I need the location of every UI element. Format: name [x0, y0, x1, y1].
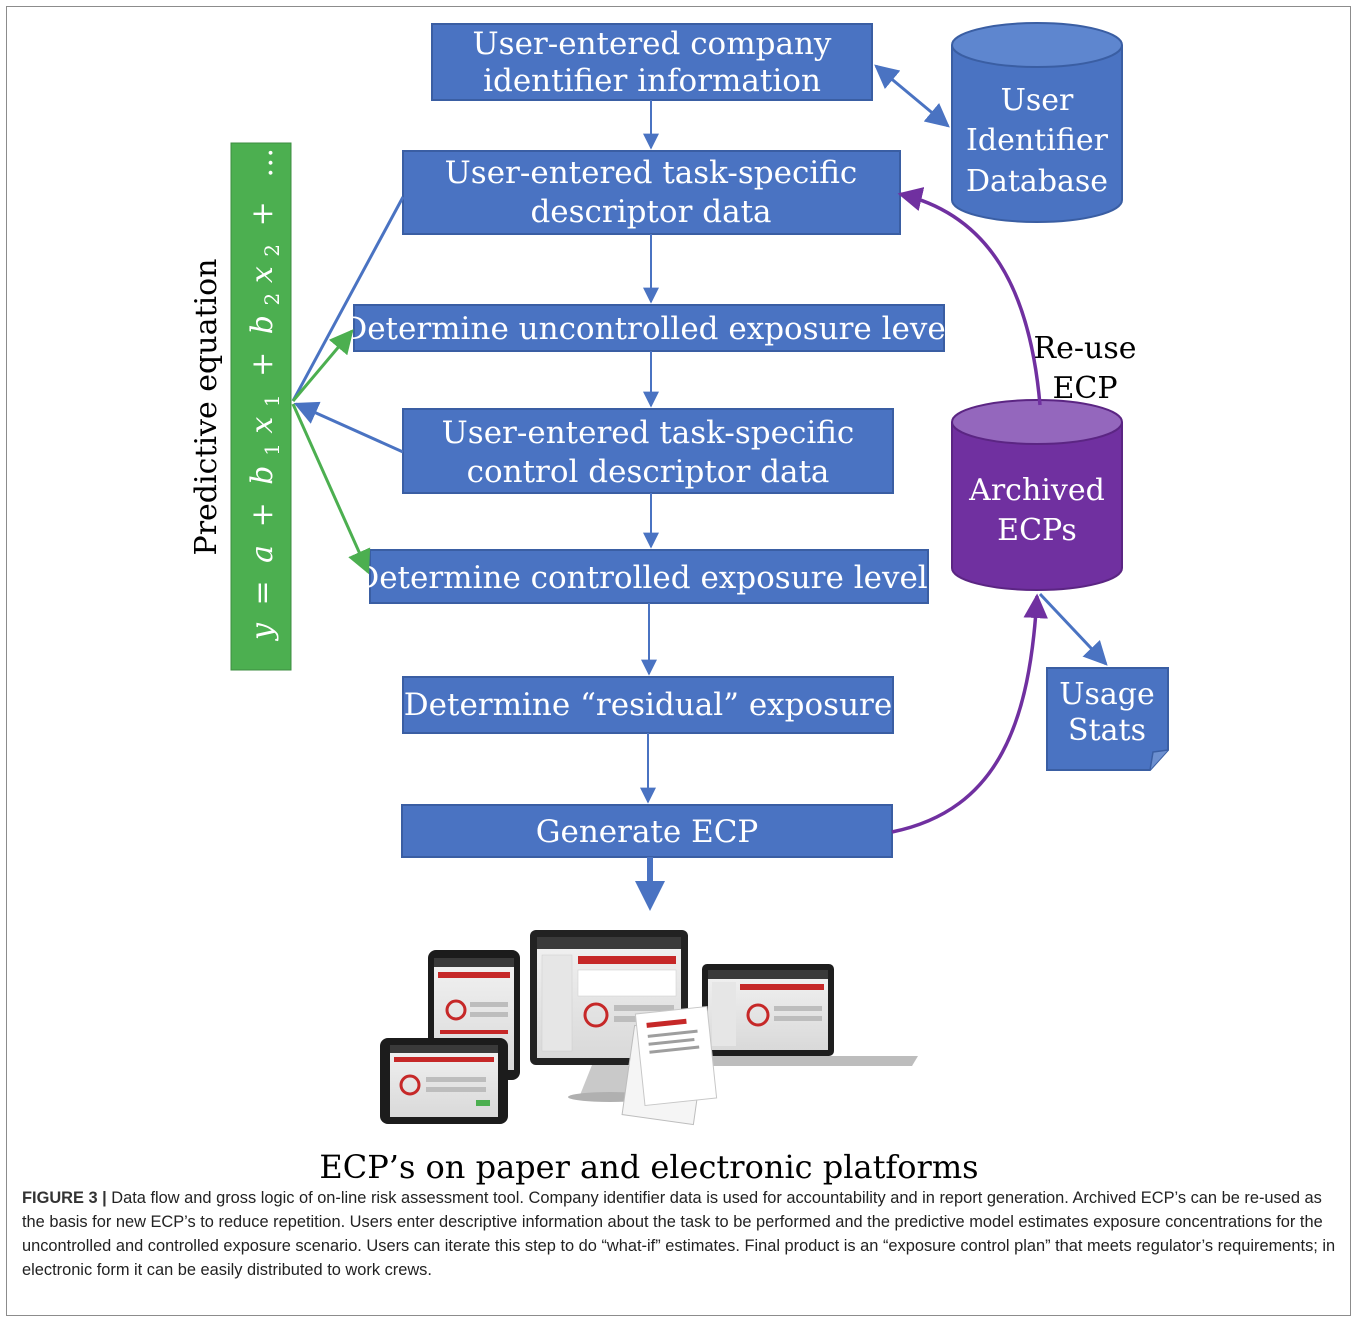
equation-text: y = a + b 1 x 1 + b 2 x 2 + … b k x k: [245, 45, 287, 642]
arrow-equation-to-uncontrolled: [291, 329, 354, 402]
eq-equals: =: [245, 580, 280, 605]
eq-x1-sub: 1: [260, 394, 284, 407]
database-user-identifier-line2: Identifier: [966, 123, 1109, 158]
paper-documents: [621, 1005, 718, 1126]
box-control-descriptor: User-entered task-specific control descr…: [402, 408, 894, 494]
eq-a: a: [245, 545, 280, 563]
eq-x2-sub: 2: [260, 244, 284, 257]
arrow-reuse-ecp: [897, 187, 1042, 406]
database-user-identifier: User Identifier Database: [951, 22, 1123, 223]
arrow-control-to-equation: [293, 401, 404, 454]
devices-illustration: [380, 930, 918, 1126]
eq-xk-sub: k: [260, 45, 284, 57]
eq-plus-3: +: [245, 201, 280, 226]
flow-arrows: [635, 100, 665, 911]
box-company-identifier: User-entered company identifier informat…: [431, 23, 873, 101]
equation-box: y = a + b 1 x 1 + b 2 x 2 + … b k x k: [230, 45, 292, 671]
box-controlled-exposure-label: Determine controlled exposure levels: [354, 560, 943, 596]
caption-label: FIGURE 3 |: [22, 1189, 107, 1207]
platforms-title: ECP’s on paper and electronic platforms: [319, 1148, 979, 1186]
line-task-to-equation: [291, 196, 405, 402]
eq-plus-2: +: [245, 352, 280, 377]
box-generate-ecp-label: Generate ECP: [536, 814, 759, 850]
caption-text: Data flow and gross logic of on-line ris…: [22, 1189, 1336, 1279]
laptop: [680, 964, 918, 1066]
eq-b2: b: [245, 315, 280, 334]
tablet-landscape: [380, 1038, 508, 1124]
predictive-equation-label: Predictive equation: [189, 259, 224, 556]
box-task-descriptor-line2: descriptor data: [530, 194, 771, 230]
document-usage-stats: Usage Stats: [1046, 667, 1169, 771]
database-user-identifier-line1: User: [1001, 83, 1074, 118]
reuse-label-line1: Re-use: [1034, 331, 1137, 366]
box-company-identifier-line2: identifier information: [483, 63, 821, 99]
eq-x1: x: [245, 417, 280, 434]
arrow-archive-to-usage: [1038, 592, 1108, 666]
box-uncontrolled-exposure-label: Determine uncontrolled exposure level: [342, 311, 955, 347]
usage-stats-line2: Stats: [1068, 713, 1146, 748]
box-control-descriptor-line1: User-entered task-specific: [442, 415, 855, 451]
eq-x2: x: [245, 266, 280, 283]
figure-caption: FIGURE 3 | Data flow and gross logic of …: [22, 1186, 1340, 1282]
figure-frame: [6, 6, 1351, 1316]
eq-xk: x: [245, 67, 280, 84]
eq-b2-sub: 2: [260, 293, 284, 306]
box-generate-ecp: Generate ECP: [401, 804, 893, 858]
eq-y: y: [245, 622, 280, 642]
arrow-generate-to-archive: [891, 593, 1048, 834]
arrow-equation-to-controlled: [291, 403, 371, 575]
eq-bk-sub: k: [260, 93, 284, 105]
box-residual-exposure: Determine “residual” exposure: [402, 676, 894, 734]
eq-b1-sub: 1: [260, 443, 284, 456]
eq-b1: b: [245, 465, 280, 484]
box-uncontrolled-exposure: Determine uncontrolled exposure level: [342, 304, 956, 352]
database-archived-ecps: Archived ECPs: [951, 399, 1123, 591]
database-user-identifier-line3: Database: [966, 164, 1108, 199]
eq-bk: b: [245, 115, 280, 134]
box-control-descriptor-line2: control descriptor data: [467, 454, 830, 490]
eq-plus-1: +: [245, 502, 280, 527]
usage-stats-line1: Usage: [1059, 677, 1155, 712]
eq-dots: …: [245, 148, 280, 178]
box-controlled-exposure: Determine controlled exposure levels: [354, 549, 944, 604]
box-task-descriptor: User-entered task-specific descriptor da…: [402, 150, 901, 235]
box-company-identifier-line1: User-entered company: [473, 26, 832, 62]
arrow-company-db-link: [874, 64, 950, 128]
database-archived-line1: Archived: [968, 473, 1105, 508]
database-archived-line2: ECPs: [997, 513, 1077, 548]
reuse-label-line2: ECP: [1052, 371, 1117, 406]
box-task-descriptor-line1: User-entered task-specific: [445, 155, 858, 191]
box-residual-exposure-label: Determine “residual” exposure: [404, 687, 892, 723]
